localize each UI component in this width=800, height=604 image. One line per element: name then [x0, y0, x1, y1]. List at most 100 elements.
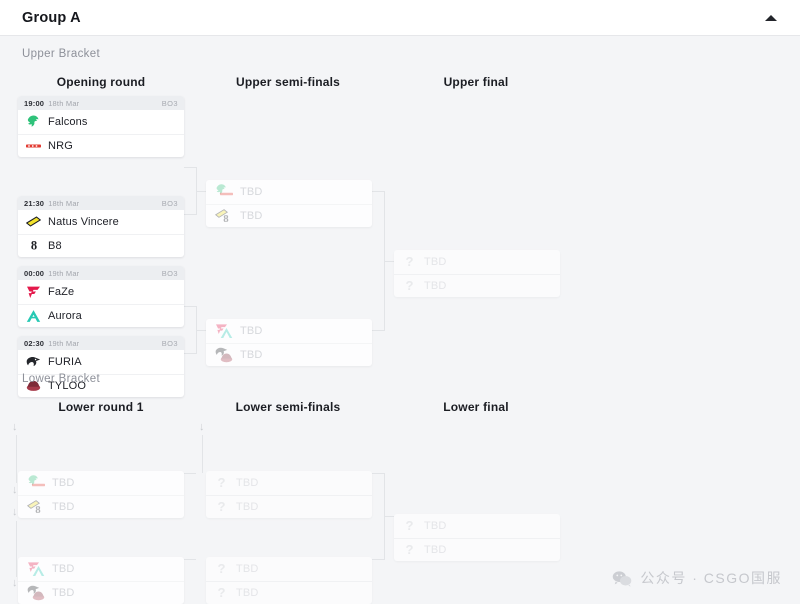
match-card[interactable]: TBD 8 TBD — [18, 471, 184, 518]
question-mark-icon: ? — [402, 278, 417, 293]
question-mark-icon: ? — [402, 518, 417, 533]
team-name: Falcons — [48, 116, 88, 128]
match-card[interactable]: ? TBD ? TBD — [206, 557, 372, 604]
question-mark-glyph: ? — [406, 279, 414, 292]
falcons-logo — [26, 114, 41, 129]
match-date: 19th Mar — [48, 269, 79, 278]
connector — [372, 473, 384, 474]
drop-arrow-icon: ↓ — [12, 578, 18, 589]
match-time: 00:00 — [24, 269, 44, 278]
connector — [16, 435, 17, 483]
team-name: TBD — [424, 544, 446, 556]
team-row[interactable]: ? TBD — [394, 514, 560, 538]
question-mark-glyph: ? — [406, 255, 414, 268]
team-name: TBD — [236, 563, 258, 575]
team-row[interactable]: TBD — [18, 471, 184, 495]
team-name: NRG — [48, 140, 73, 152]
connector — [184, 167, 196, 168]
team-row[interactable]: NRG — [18, 134, 184, 158]
match-meta: 00:00 19th Mar BO3 — [18, 266, 184, 280]
team-row[interactable]: TBD — [18, 581, 184, 604]
team-row[interactable]: ? TBD — [206, 557, 372, 581]
round-label-opening: Opening round — [18, 75, 184, 89]
team-row[interactable]: TBD — [18, 557, 184, 581]
svg-text:8: 8 — [35, 504, 41, 516]
nrg-logo — [31, 478, 45, 492]
connector — [196, 191, 206, 192]
match-time: 21:30 — [24, 199, 44, 208]
match-card[interactable]: ? TBD ? TBD — [394, 250, 560, 297]
match-format: BO3 — [162, 269, 178, 278]
match-card[interactable]: ? TBD ? TBD — [394, 514, 560, 561]
question-mark-icon: ? — [402, 254, 417, 269]
team-row[interactable]: TBD — [206, 343, 372, 367]
team-logo-pair — [26, 560, 48, 577]
team-row[interactable]: ? TBD — [206, 495, 372, 519]
team-logo-pair: 8 — [214, 207, 236, 224]
drop-arrow-icon: ↓ — [199, 422, 205, 433]
team-logo-pair — [214, 322, 236, 339]
team-row[interactable]: ? TBD — [206, 471, 372, 495]
watermark-text: 公众号 · CSGO国服 — [640, 568, 782, 588]
team-row[interactable]: ? TBD — [394, 250, 560, 274]
connector — [184, 473, 196, 474]
question-mark-glyph: ? — [406, 519, 414, 532]
group-header: Group A — [0, 0, 800, 36]
match-time: 02:30 — [24, 339, 44, 348]
match-card[interactable]: TBD TBD — [18, 557, 184, 604]
match-date: 19th Mar — [48, 339, 79, 348]
team-name: TBD — [240, 210, 262, 222]
lower-bracket-label: Lower Bracket — [22, 373, 100, 385]
team-row[interactable]: ? TBD — [394, 538, 560, 562]
team-row[interactable]: FaZe — [18, 280, 184, 304]
match-date: 18th Mar — [48, 199, 79, 208]
team-row[interactable]: TBD — [206, 180, 372, 204]
match-card[interactable]: 21:30 18th Mar BO3 Natus Vincere 8 B8 — [18, 196, 184, 257]
team-row[interactable]: FURIA — [18, 350, 184, 374]
team-name: TBD — [236, 587, 258, 599]
team-row[interactable]: 8 B8 — [18, 234, 184, 258]
connector — [184, 306, 196, 307]
upper-bracket-label: Upper Bracket — [22, 48, 100, 60]
match-card[interactable]: 02:30 19th Mar BO3 FURIA TYLOO — [18, 336, 184, 397]
team-name: TBD — [424, 280, 446, 292]
team-row[interactable]: ? TBD — [206, 581, 372, 604]
connector — [16, 521, 17, 577]
match-card[interactable]: 19:00 18th Mar BO3 Falcons NRG — [18, 96, 184, 157]
aurora-logo — [26, 308, 41, 323]
connector — [202, 435, 203, 473]
team-row[interactable]: 8 TBD — [206, 204, 372, 228]
nrg-logo — [26, 138, 41, 153]
question-mark-icon: ? — [402, 542, 417, 557]
team-row[interactable]: ? TBD — [394, 274, 560, 298]
team-row[interactable]: 8 TBD — [18, 495, 184, 519]
question-mark-icon: ? — [214, 499, 229, 514]
drop-arrow-icon: ↓ — [12, 422, 18, 433]
match-format: BO3 — [162, 339, 178, 348]
collapse-group-button[interactable] — [760, 7, 782, 29]
drop-arrow-icon: ↓ — [12, 485, 18, 496]
team-row[interactable]: Natus Vincere — [18, 210, 184, 234]
team-name: TBD — [240, 349, 262, 361]
match-card[interactable]: TBD TBD — [206, 319, 372, 366]
question-mark-icon: ? — [214, 561, 229, 576]
question-mark-icon: ? — [214, 475, 229, 490]
connector — [372, 330, 384, 331]
team-row[interactable]: Falcons — [18, 110, 184, 134]
match-card[interactable]: ? TBD ? TBD — [206, 471, 372, 518]
aurora-logo — [31, 564, 45, 578]
team-name: TBD — [240, 186, 262, 198]
match-card[interactable]: 00:00 19th Mar BO3 FaZe Aurora — [18, 266, 184, 327]
team-row[interactable]: Aurora — [18, 304, 184, 328]
nrg-logo — [219, 187, 233, 201]
aurora-logo — [219, 326, 233, 340]
team-name: B8 — [48, 240, 62, 252]
match-date: 18th Mar — [48, 99, 79, 108]
watermark: 公众号 · CSGO国服 — [612, 568, 782, 588]
team-logo-pair — [26, 474, 48, 491]
match-card[interactable]: TBD 8 TBD — [206, 180, 372, 227]
furia-logo — [26, 354, 41, 369]
team-row[interactable]: TBD — [206, 319, 372, 343]
team-name: TBD — [52, 587, 74, 599]
tyloo-logo — [219, 350, 233, 364]
